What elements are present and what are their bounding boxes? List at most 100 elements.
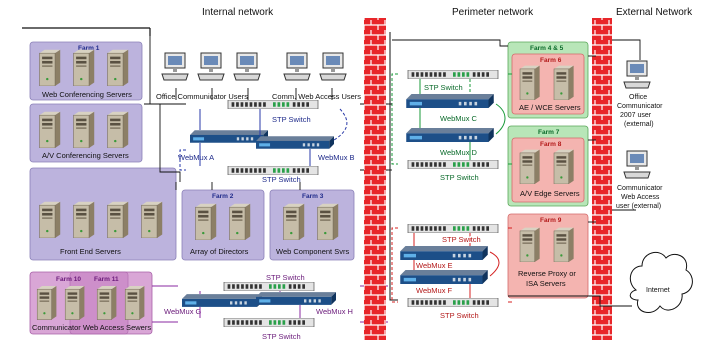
server-icon: [73, 201, 95, 238]
comm-web-access-users: Comm. Web Access Users: [272, 52, 361, 101]
webmux-b: [256, 136, 334, 149]
server-icon: [519, 227, 541, 262]
webmux-d-label: WebMux D: [440, 148, 478, 157]
farm-6-label: Farm 6: [540, 57, 562, 64]
perimeter-trunk: [388, 39, 632, 307]
internet-label: Internet: [646, 287, 670, 294]
ext-oc-line3: 2007 user: [620, 112, 652, 119]
webmux-f: [400, 270, 488, 284]
farm-1-label: Farm 1: [78, 45, 100, 52]
server-icon: [107, 201, 129, 238]
server-icon: [553, 65, 575, 100]
red-links: [391, 227, 512, 303]
web-components-caption: Web Component Svrs: [276, 247, 349, 256]
server-icon: [73, 49, 95, 86]
webmux-c-label: WebMux C: [440, 114, 478, 123]
stp-switch-label: STP Switch: [272, 115, 311, 124]
server-icon: [73, 111, 95, 148]
server-icon: [39, 201, 61, 238]
desktop-pc-icon: [197, 52, 225, 81]
perimeter-network-label: Perimeter network: [452, 7, 534, 18]
directors-caption: Array of Directors: [190, 247, 249, 256]
farm-11-label: Farm 11: [94, 276, 119, 283]
desktop-pc-icon: [319, 52, 347, 81]
webmux-e-label: WebMux E: [416, 261, 453, 270]
server-icon: [39, 111, 61, 148]
ext-cwa-line3: user (external): [616, 203, 661, 210]
webmux-c: [406, 94, 494, 108]
internet-cloud: Internet: [629, 251, 693, 314]
ext-cwa-line2: Web Access: [621, 194, 660, 201]
external-cwa-user: Communicator Web Access user (external): [616, 150, 663, 210]
web-conferencing-caption: Web Conferencing Servers: [42, 90, 132, 99]
av-conferencing-farm: A/V Conferencing Servers: [29, 103, 143, 163]
server-icon: [283, 203, 305, 240]
external-network-label: External Network: [616, 7, 693, 18]
server-icon: [107, 111, 129, 148]
office-communicator-users: Office Communicator Users: [156, 52, 261, 101]
server-icon: [317, 203, 339, 240]
server-icon: [36, 285, 57, 320]
farm-10-11-cwa: Farm 10 Farm 11 Communicator Web Access …: [29, 271, 153, 335]
av-conferencing-caption: A/V Conferencing Servers: [42, 151, 129, 160]
stp-switch-internal-1: [227, 100, 319, 109]
stp-switch-perimeter-4: [407, 298, 499, 307]
stp-switch-label: STP Switch: [442, 235, 481, 244]
server-icon: [519, 149, 541, 184]
stp-switch-internal-4: [223, 318, 315, 327]
server-icon: [141, 201, 163, 238]
server-icon: [96, 285, 117, 320]
blue-links: [179, 108, 348, 171]
farm-8-label: Farm 8: [540, 141, 562, 148]
cwa-servers-caption: Communicator Web Access Sewers: [32, 323, 151, 332]
reverse-proxy-caption-1: Reverse Proxy or: [518, 269, 576, 278]
stp-switch-internal-2: [227, 166, 319, 175]
front-end-farm: Front End Servers: [29, 167, 177, 261]
farm-2-label: Farm 2: [212, 193, 234, 200]
laptop-pc-icon: [623, 60, 651, 89]
desktop-pc-icon: [623, 150, 651, 179]
server-icon: [229, 203, 251, 240]
farm-4-5-label: Farm 4 & 5: [530, 45, 564, 52]
external-oc-user: Office Communicator 2007 user (external): [617, 60, 663, 128]
stp-switch-perimeter-1: [407, 70, 499, 79]
desktop-pc-icon: [161, 52, 189, 81]
webmux-g-label: WebMux G: [164, 307, 202, 316]
stp-switch-label: STP Switch: [424, 83, 463, 92]
server-icon: [519, 65, 541, 100]
ext-oc-line1: Office: [629, 94, 647, 101]
ext-oc-line2: Communicator: [617, 103, 663, 110]
stp-switch-perimeter-3: [407, 224, 499, 233]
webmux-e: [400, 246, 488, 260]
webmux-g: [182, 294, 262, 307]
web-users-caption: Comm. Web Access Users: [272, 92, 361, 101]
webmux-a-label: WebMux A: [178, 153, 214, 162]
farm-2-directors: Farm 2 Array of Directors: [181, 189, 265, 261]
firewall-internal-wall: [364, 18, 386, 340]
green-links: [391, 73, 512, 165]
stp-switch-label: STP Switch: [262, 175, 301, 184]
stp-switch-perimeter-2: [407, 160, 499, 169]
server-icon: [553, 149, 575, 184]
ae-wce-caption: AE / WCE Servers: [519, 103, 581, 112]
farm-9-reverse-proxy: Farm 9 Reverse Proxy or ISA Servers: [507, 213, 589, 299]
external-wiring: [612, 39, 641, 211]
ext-cwa-line1: Communicator: [617, 185, 663, 192]
internal-network-label: Internal network: [202, 7, 274, 18]
front-end-caption: Front End Servers: [60, 247, 121, 256]
firewall-external-wall: [592, 18, 612, 340]
farm-3-label: Farm 3: [302, 193, 324, 200]
server-icon: [195, 203, 217, 240]
stp-switch-label: STP Switch: [262, 332, 301, 341]
server-icon: [553, 227, 575, 262]
farm-4-5-6-ae-wce: Farm 4 & 5 Farm 6 AE / WCE Servers: [507, 41, 589, 119]
av-edge-caption: A/V Edge Servers: [520, 189, 580, 198]
webmux-d: [406, 128, 494, 142]
ext-oc-line4: (external): [624, 121, 654, 128]
stp-switch-label: STP Switch: [440, 173, 479, 182]
desktop-pc-icon: [283, 52, 311, 81]
stp-switch-internal-3: [223, 282, 315, 291]
farm-1-web-conferencing: Farm 1 Web Conferencing Servers: [29, 41, 143, 101]
